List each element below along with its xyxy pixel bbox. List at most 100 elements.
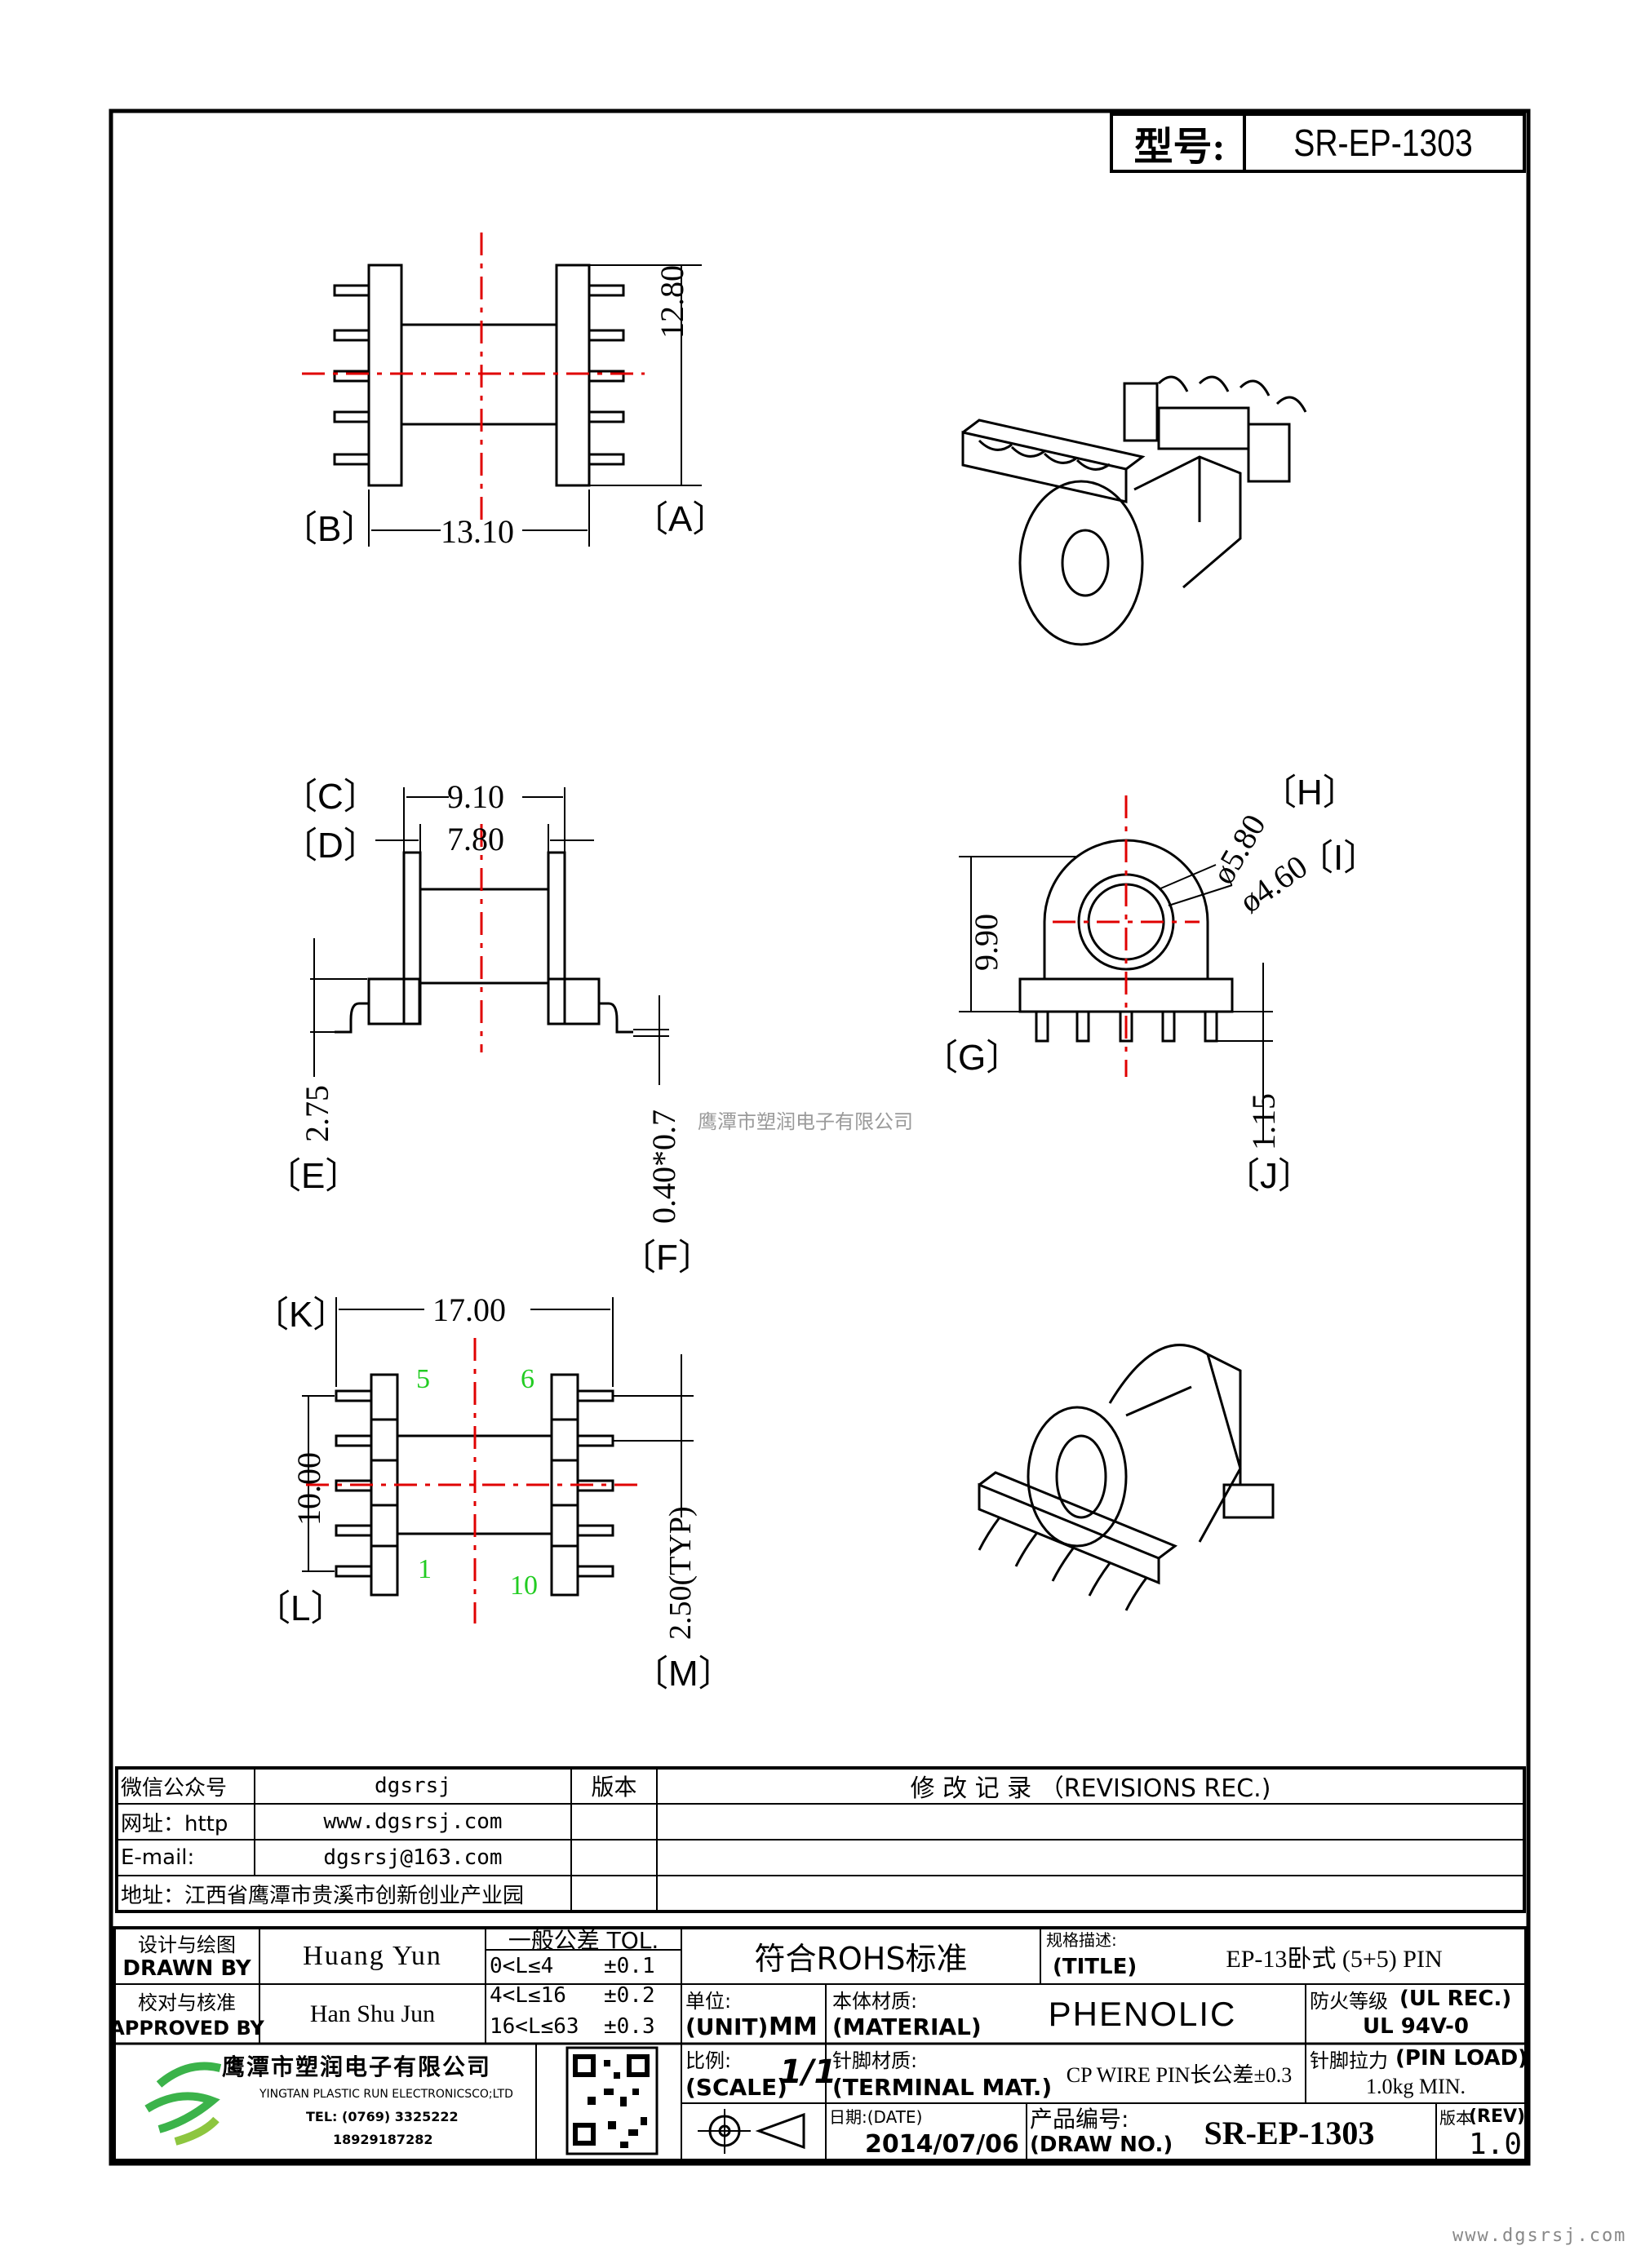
callout-j: 〔J〕 (1224, 1156, 1314, 1196)
bottom-view (302, 1297, 694, 1597)
drawno-value: SR-EP-1303 (1204, 2114, 1375, 2151)
dim-1-15: 1.15 (1245, 1093, 1282, 1150)
unit-value: MM (769, 2012, 818, 2041)
right-flange (555, 264, 591, 487)
dim-10-00: 10.00 (290, 1452, 327, 1526)
dim-2-50: 2.50(TYP) (663, 1506, 698, 1640)
callout-k: 〔K〕 (253, 1295, 349, 1335)
terminal-label-en: (TERMINAL MAT.) (832, 2073, 1053, 2101)
rev-value: 1.0 (1469, 2127, 1523, 2161)
callout-m: 〔M〕 (632, 1654, 734, 1694)
tol-value-2: ±0.2 (604, 1983, 655, 2008)
title-label-cn: 规格描述: (1046, 1929, 1117, 1950)
title-block-lines (113, 1926, 1528, 2162)
top-view (333, 264, 702, 547)
drawno-label-cn: 产品编号: (1030, 2106, 1129, 2133)
pin-label-10: 10 (510, 1570, 538, 1601)
info-table-lines (115, 1766, 1526, 1913)
company-phone: 18929187282 (333, 2131, 433, 2147)
tolerance-label: 一般公差 TOL. (508, 1926, 659, 1954)
pinload-label-cn: 针脚拉力 (1310, 2049, 1388, 2072)
company-tel: TEL: (0769) 3325222 (306, 2108, 459, 2124)
front-view-centerlines (1053, 795, 1200, 1077)
approved-by-label-en: APPROVED BY (109, 2017, 264, 2040)
scale-label-en: (SCALE) (685, 2073, 787, 2101)
company-logo (144, 2062, 222, 2146)
info-label-address: 地址：江西省鹰潭市贵溪市创新创业产业园 (121, 1883, 525, 1908)
material-label-cn: 本体材质: (832, 1989, 918, 2013)
callout-h: 〔H〕 (1261, 773, 1359, 813)
date-label: 日期:(DATE) (829, 2106, 923, 2127)
title-label-en: (TITLE) (1053, 1955, 1138, 1979)
info-label-email: E-mail: (121, 1845, 195, 1870)
dim-2-75: 2.75 (299, 1085, 335, 1142)
side-view (310, 787, 669, 1085)
dim-9-10: 9.10 (447, 778, 504, 815)
date-value: 2014/07/06 (865, 2129, 1019, 2159)
unit-label-cn: 单位: (685, 1989, 732, 2013)
tol-range-1: 0<L≤4 (490, 1954, 554, 1978)
revisions-header: 修 改 记 录 （REVISIONS REC.) (910, 1774, 1271, 1803)
pin-label-6: 6 (521, 1364, 534, 1394)
dim-12-80: 12.80 (654, 265, 690, 339)
approved-by-name: Han Shu Jun (309, 2000, 436, 2027)
callout-a: 〔A〕 (632, 499, 729, 539)
rohs-statement: 符合ROHS标准 (754, 1941, 968, 1977)
callout-c: 〔C〕 (282, 777, 379, 817)
tol-value-3: ±0.3 (604, 2014, 655, 2039)
callout-f: 〔F〕 (620, 1238, 714, 1278)
dim-13-10: 13.10 (441, 513, 514, 550)
tol-value-1: ±0.1 (604, 1954, 655, 1978)
drawn-by-label-cn: 设计与绘图 (138, 1933, 236, 1956)
dim-7-80: 7.80 (447, 821, 504, 857)
company-name-en: YINGTAN PLASTIC RUN ELECTRONICSCO;LTD (259, 2088, 513, 2101)
info-value-wechat: dgsrsj (375, 1774, 451, 1798)
isometric-view-bottom (978, 1344, 1275, 1611)
info-value-web: www.dgsrsj.com (323, 1810, 503, 1834)
material-label-en: (MATERIAL) (832, 2013, 982, 2040)
dim-0-40: 0.40*0.7 (645, 1110, 682, 1224)
ul-label-cn: 防火等级 (1310, 1989, 1388, 2013)
callout-b: 〔B〕 (282, 509, 378, 549)
material-value: PHENOLIC (1048, 1994, 1237, 2033)
bottom-view-centerlines (306, 1338, 645, 1623)
front-view (959, 839, 1273, 1142)
scale-label-cn: 比例: (685, 2049, 732, 2072)
callout-l: 〔L〕 (255, 1588, 347, 1628)
info-value-email: dgsrsj@163.com (323, 1845, 503, 1870)
version-header: 版本 (591, 1774, 637, 1801)
drawn-by-label-en: DRAWN BY (122, 1956, 251, 1981)
model-label: 型号: (1133, 126, 1226, 169)
scale-value: 1/1 (779, 2053, 837, 2091)
info-label-web: 网址：http (121, 1811, 228, 1836)
sheet-border (109, 109, 1531, 2166)
tol-range-3: 16<L≤63 (490, 2014, 579, 2039)
callout-g: 〔G〕 (922, 1038, 1022, 1078)
drawn-by-name: Huang Yun (303, 1940, 442, 1971)
ul-value: UL 94V-0 (1362, 2014, 1470, 2039)
callout-d: 〔D〕 (282, 826, 379, 866)
rev-label-cn: 版本 (1439, 2107, 1472, 2128)
title-value: EP-13卧式 (5+5) PIN (1226, 1945, 1443, 1973)
terminal-label-cn: 针脚材质: (832, 2049, 918, 2072)
tol-range-2: 4<L≤16 (490, 1983, 566, 2008)
top-view-centerlines (302, 233, 645, 522)
pin-label-1: 1 (418, 1554, 432, 1584)
callout-i: 〔I〕 (1297, 838, 1380, 878)
callout-e: 〔E〕 (265, 1156, 361, 1196)
pinload-value: 1.0kg MIN. (1365, 2075, 1466, 2098)
isometric-view-top (961, 375, 1307, 646)
footer-url: www.dgsrsj.com (1452, 2226, 1627, 2246)
watermark: 鹰潭市塑润电子有限公司 (698, 1110, 913, 1133)
model-number: SR-EP-1303 (1293, 122, 1473, 164)
unit-label-en: (UNIT) (685, 2013, 769, 2040)
model-box (1110, 113, 1526, 173)
drawno-label-en: (DRAW NO.) (1030, 2133, 1173, 2157)
info-label-wechat: 微信公众号 (121, 1775, 228, 1801)
ul-label-en: (UL REC.) (1399, 1987, 1512, 2011)
approved-by-label-cn: 校对与核准 (138, 1991, 236, 2014)
pin-label-5: 5 (416, 1364, 430, 1394)
left-flange (367, 264, 403, 487)
terminal-value: CP WIRE PIN长公差±0.3 (1066, 2063, 1293, 2087)
